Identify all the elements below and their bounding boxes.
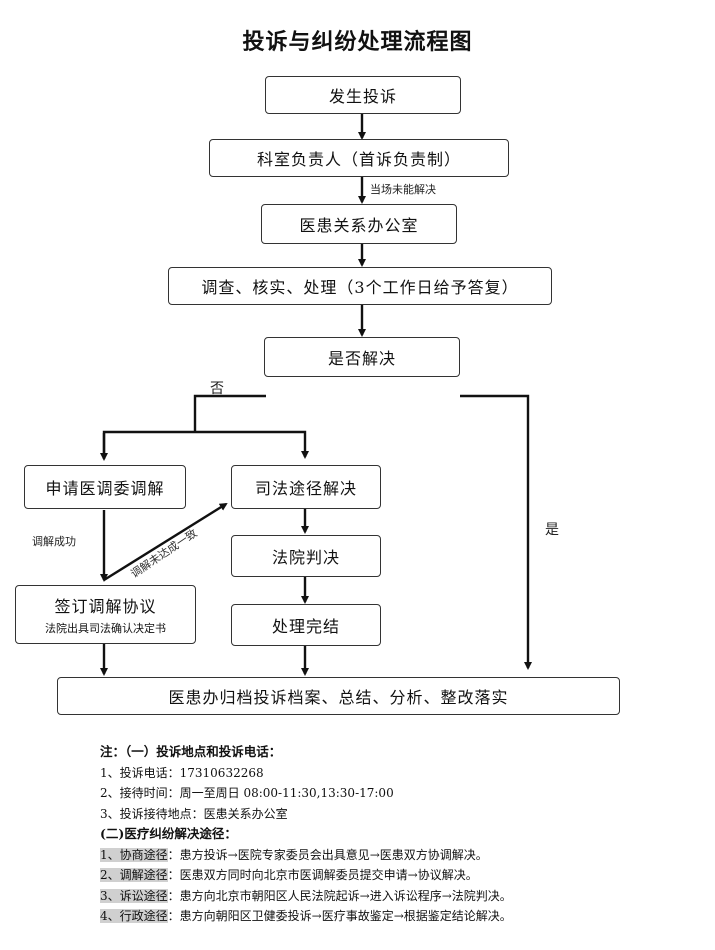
node-office: 医患关系办公室 xyxy=(261,204,457,244)
arrow-resolved-yes xyxy=(460,394,532,670)
node-archive: 医患办归档投诉档案、总结、分析、整改落实 xyxy=(57,677,620,715)
node-mediation-apply: 申请医调委调解 xyxy=(24,465,186,509)
label-mediation-failed: 调解未达成一致 xyxy=(128,526,200,581)
notes-heading-2: (二)医疗纠纷解决途径： xyxy=(100,826,237,841)
notes-location: 3、投诉接待地点：医患关系办公室 xyxy=(100,806,288,821)
node-finish: 处理完结 xyxy=(231,604,381,646)
notes-phone: 1、投诉电话：17310632268 xyxy=(100,765,264,780)
node-sign-agreement: 签订调解协议 法院出具司法确认决定书 xyxy=(15,585,196,644)
node-sign-agreement-title: 签订调解协议 xyxy=(54,597,157,616)
node-complaint-occurs: 发生投诉 xyxy=(265,76,461,114)
way-text: ：医患双方同时向北京市医调解委员提交申请→协议解决。 xyxy=(167,868,478,882)
way-label: 3、诉讼途径 xyxy=(100,888,168,903)
notes-way-4: 4、行政途径：患方向朝阳区卫健委投诉→医疗事故鉴定→根据鉴定结论解决。 xyxy=(100,906,660,927)
way-label: 1、协商途径 xyxy=(100,847,168,862)
way-label: 4、行政途径 xyxy=(100,909,168,923)
label-no: 否 xyxy=(210,381,224,397)
label-yes: 是 xyxy=(545,522,559,538)
notes-way-1: 1、协商途径：患方投诉→医院专家委员会出具意见→医患双方协调解决。 xyxy=(100,845,660,866)
way-text: ：患方向北京市朝阳区人民法院起诉→进入诉讼程序→法院判决。 xyxy=(167,888,512,903)
node-court: 法院判决 xyxy=(231,535,381,577)
label-mediation-success: 调解成功 xyxy=(32,535,76,548)
flow-connectors: 调解未达成一致 xyxy=(100,114,532,676)
arrow-split xyxy=(102,430,309,459)
node-investigate: 调查、核实、处理（3个工作日给予答复） xyxy=(168,267,552,305)
notes-hours: 2、接待时间：周一至周日 08:00-11:30,13:30-17:00 xyxy=(100,786,394,800)
node-resolved-question: 是否解决 xyxy=(264,337,460,377)
arrow-resolved-no xyxy=(193,394,266,432)
label-not-resolved-on-site: 当场未能解决 xyxy=(370,183,436,196)
notes-way-3: 3、诉讼途径：患方向北京市朝阳区人民法院起诉→进入诉讼程序→法院判决。 xyxy=(100,886,660,907)
node-judicial: 司法途径解决 xyxy=(231,465,381,509)
notes-way-2: 2、调解途径：医患双方同时向北京市医调解委员提交申请→协议解决。 xyxy=(100,865,660,886)
way-label: 2、调解途径 xyxy=(100,868,168,882)
way-text: ：患方投诉→医院专家委员会出具意见→医患双方协调解决。 xyxy=(167,847,488,862)
notes-heading-1: 注：（一）投诉地点和投诉电话： xyxy=(100,744,282,759)
node-dept-head: 科室负责人（首诉负责制） xyxy=(209,139,509,177)
node-sign-agreement-sub: 法院出具司法确认决定书 xyxy=(45,622,166,635)
page-title: 投诉与纠纷处理流程图 xyxy=(242,30,473,55)
arrow-sign-to-judicial xyxy=(103,502,228,582)
way-text: ：患方向朝阳区卫健委投诉→医疗事故鉴定→根据鉴定结论解决。 xyxy=(167,909,512,923)
notes-section: 注：（一）投诉地点和投诉电话： 1、投诉电话：17310632268 2、接待时… xyxy=(100,742,660,927)
